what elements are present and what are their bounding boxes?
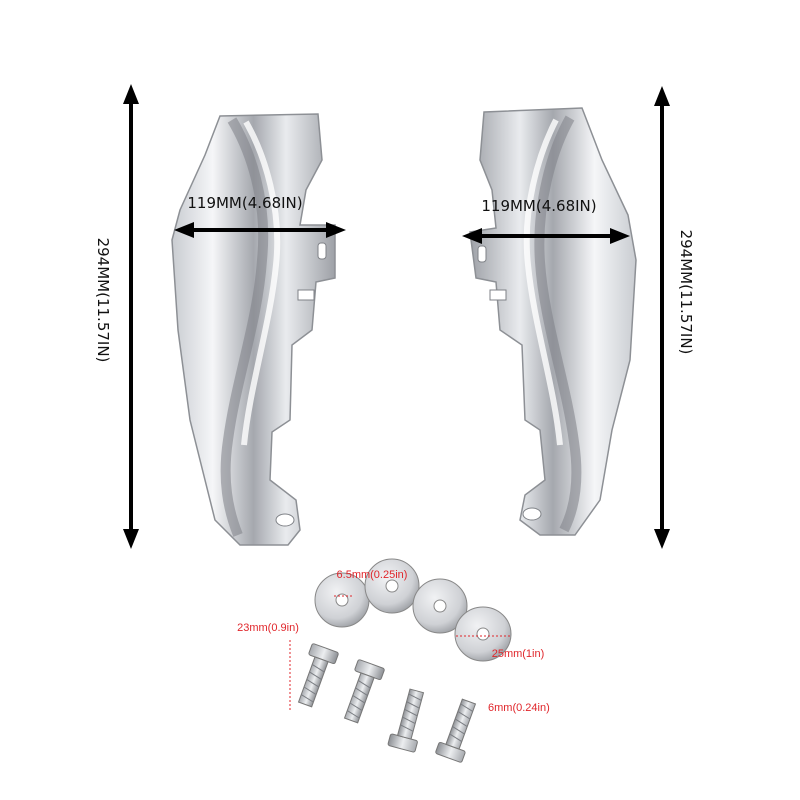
left-height-label: 294MM(11.57IN) — [94, 238, 112, 363]
left-chrome-panel — [171, 113, 336, 546]
washer-outer-diameter-label: 25mm(1in) — [492, 648, 545, 660]
right-height-label: 294MM(11.57IN) — [677, 230, 695, 355]
bolt-length-label: 23mm(0.9in) — [237, 622, 299, 634]
right-width-label: 119MM(4.68IN) — [481, 197, 596, 215]
right-chrome-panel — [469, 107, 637, 536]
washer-4 — [454, 606, 512, 662]
bolts — [297, 643, 477, 763]
bolt-2 — [343, 659, 385, 724]
bolt-3 — [387, 688, 425, 753]
bolt-diameter-label: 6mm(0.24in) — [488, 702, 550, 714]
bolt-4 — [435, 698, 477, 763]
washer-1 — [314, 572, 370, 628]
left-height-dimension-arrow — [123, 84, 139, 549]
washer-inner-diameter-label: 6.5mm(0.25in) — [337, 569, 408, 581]
bolt-1 — [297, 643, 339, 708]
left-width-label: 119MM(4.68IN) — [187, 194, 302, 212]
left-width-dimension-arrow — [174, 222, 346, 238]
right-height-dimension-arrow — [654, 86, 670, 549]
washers — [314, 558, 512, 662]
right-width-dimension-arrow — [462, 228, 630, 244]
washer-3 — [412, 578, 468, 634]
washer-2 — [364, 558, 420, 614]
